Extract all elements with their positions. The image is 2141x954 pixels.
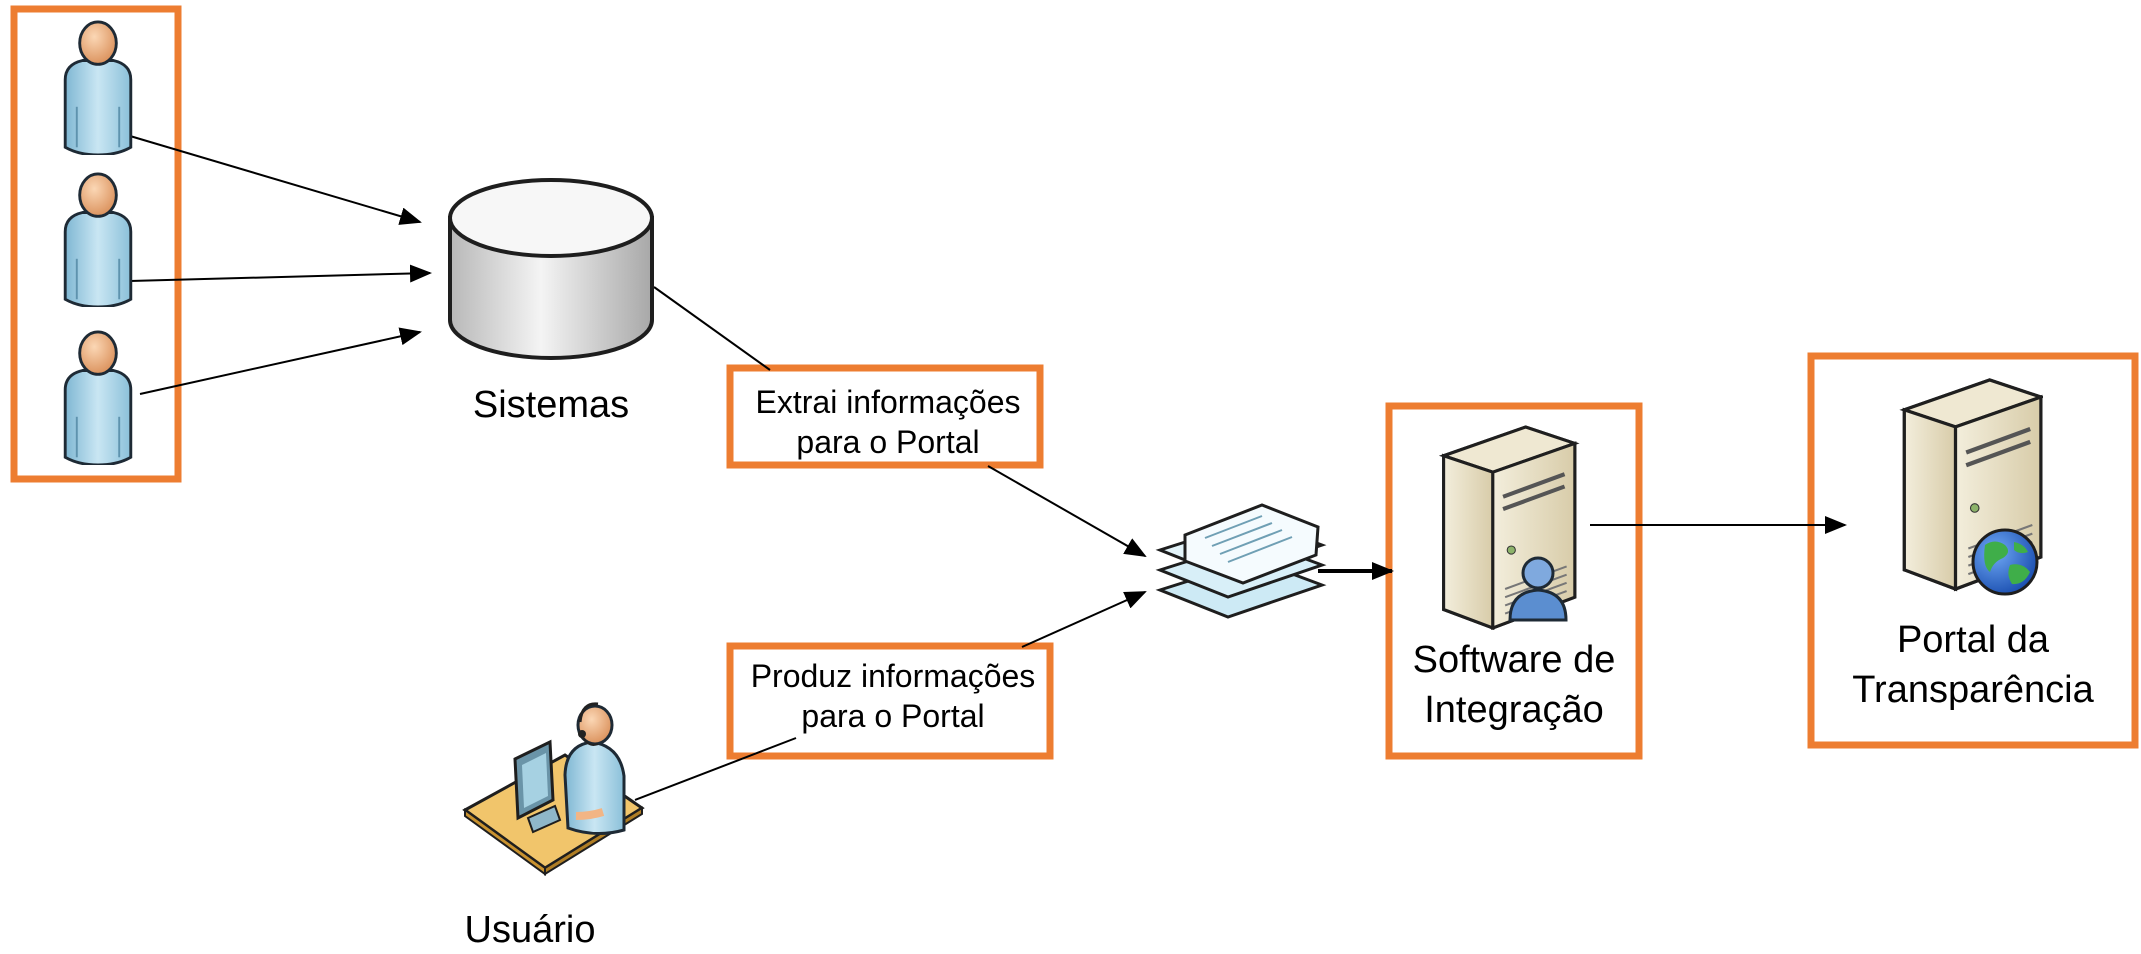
portal-label-line1: Portal da — [1896, 619, 2050, 661]
users-group-frame — [10, 5, 182, 483]
software-frame — [1385, 402, 1643, 760]
produz-label-frame — [726, 642, 1054, 760]
edge-user1-sistemas — [129, 135, 422, 225]
edge-produz-documents — [1021, 591, 1147, 648]
portal-frame — [1807, 352, 2139, 749]
sistemas-label: Sistemas — [472, 384, 630, 426]
edge-usuario-produz — [634, 737, 797, 801]
extrai-label-line2: para o Portal — [796, 424, 980, 460]
edge-sistemas-extrai — [653, 286, 771, 371]
operator-at-desk-icon — [462, 702, 645, 876]
person-icon — [63, 20, 133, 155]
extrai-label-line1: Extrai informações — [755, 384, 1021, 420]
produz-label-line2: para o Portal — [801, 698, 985, 734]
software-label-line1: Software de — [1412, 639, 1616, 681]
documents-icon — [1155, 503, 1327, 619]
person-icon — [63, 330, 133, 465]
software-label-line2: Integração — [1424, 689, 1604, 731]
usuario-label: Usuário — [464, 909, 596, 951]
database-icon — [448, 178, 654, 360]
edge-extrai-documents — [987, 465, 1147, 557]
portal-label-line2: Transparência — [1852, 669, 2094, 711]
person-icon — [63, 172, 133, 307]
edge-user2-sistemas — [129, 264, 432, 283]
user-badge-icon — [1508, 556, 1568, 622]
edge-user3-sistemas — [139, 327, 422, 395]
globe-icon — [1971, 528, 2039, 596]
extrai-label-frame — [726, 364, 1044, 469]
produz-label-line1: Produz informações — [750, 658, 1036, 694]
